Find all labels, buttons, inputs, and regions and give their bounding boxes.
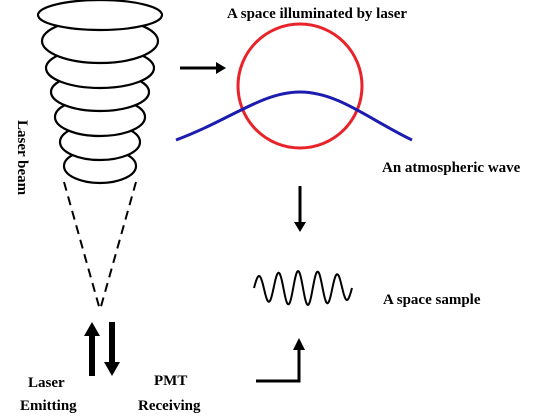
- pmt-label: PMT: [154, 373, 187, 389]
- receive-arrow-down-icon: [104, 322, 120, 376]
- atmospheric-wave-label: An atmospheric wave: [382, 160, 521, 176]
- space-illuminated-label: A space illuminated by laser: [227, 6, 407, 22]
- illuminated-space-circle: [236, 22, 364, 150]
- atmospheric-wave-curve: [175, 90, 413, 142]
- beam-dashed-lines: [63, 181, 137, 311]
- emit-arrow-up-icon: [84, 322, 100, 376]
- l-arrow-shaft: [256, 348, 301, 383]
- laser-beam-label: Laser beam: [14, 120, 30, 196]
- receiving-label: Receiving: [138, 398, 201, 414]
- laser-beam-cone: [36, 0, 164, 185]
- emitting-label: Emitting: [20, 398, 77, 414]
- beam-ring-7: [36, 0, 164, 32]
- right-arrow-icon: [216, 62, 226, 74]
- l-arrow-up-icon: [293, 338, 305, 350]
- space-sample-label: A space sample: [383, 292, 481, 308]
- space-sample-wave: [253, 269, 353, 307]
- laser-label: Laser: [28, 375, 65, 391]
- down-arrow-icon: [294, 222, 306, 232]
